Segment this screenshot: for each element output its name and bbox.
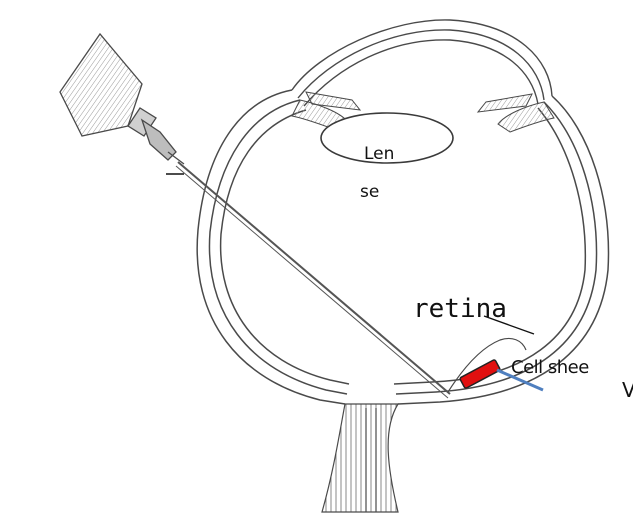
edge-mark-label: V xyxy=(622,378,633,402)
optic-nerve xyxy=(322,404,398,512)
needle-icon xyxy=(166,162,450,398)
cell-sheet-label: Cell shee xyxy=(511,357,589,378)
cornea xyxy=(292,20,552,106)
lens-label-line1: Len xyxy=(364,144,394,164)
syringe-icon xyxy=(60,34,184,164)
ciliary-body-right xyxy=(478,94,554,132)
lens-label-line2: se xyxy=(360,182,379,202)
retina-label: retina xyxy=(413,294,507,324)
cell-sheet-implant xyxy=(460,359,501,388)
